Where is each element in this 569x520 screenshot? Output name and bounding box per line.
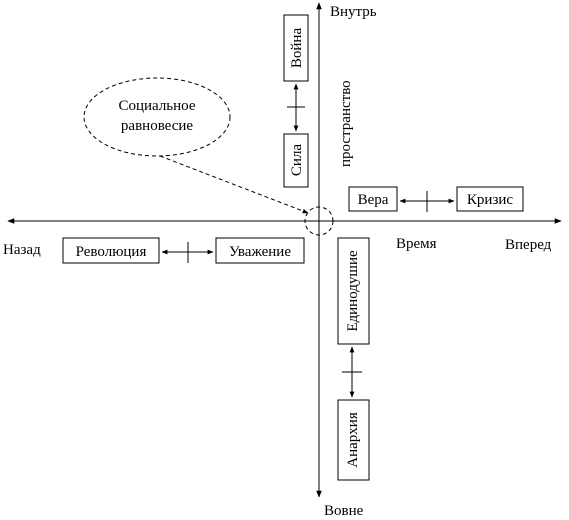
axis-label-down: Вовне (324, 503, 364, 519)
box-force (283, 133, 309, 188)
box-anarchy (337, 399, 370, 481)
box-unanimity (337, 237, 370, 345)
axis-label-right: Вперед (505, 237, 552, 253)
label-faith: Вера (358, 192, 389, 208)
equilibrium-label-line1: Социальное (118, 98, 195, 114)
axis-label-left: Назад (3, 242, 41, 258)
label-war: Война (289, 28, 305, 69)
vertical-axis-label: пространство (338, 80, 354, 167)
label-respect: Уважение (229, 244, 291, 260)
equilibrium-label-line2: равновесие (121, 118, 193, 134)
horizontal-axis-label: Время (396, 236, 437, 252)
box-faith (348, 186, 398, 212)
box-war (283, 14, 309, 82)
axis-label-up: Внутрь (330, 4, 377, 20)
label-force: Сила (289, 144, 305, 177)
box-respect (215, 237, 305, 264)
equilibrium-callout (83, 77, 231, 157)
equilibrium-point (304, 206, 334, 236)
label-crisis: Кризис (467, 192, 513, 208)
label-revolution: Революция (76, 244, 147, 260)
label-unanimity: Единодушие (345, 250, 361, 332)
label-anarchy: Анархия (345, 412, 361, 468)
box-revolution (62, 237, 160, 264)
box-crisis (456, 186, 524, 212)
equilibrium-pointer (159, 155, 309, 214)
